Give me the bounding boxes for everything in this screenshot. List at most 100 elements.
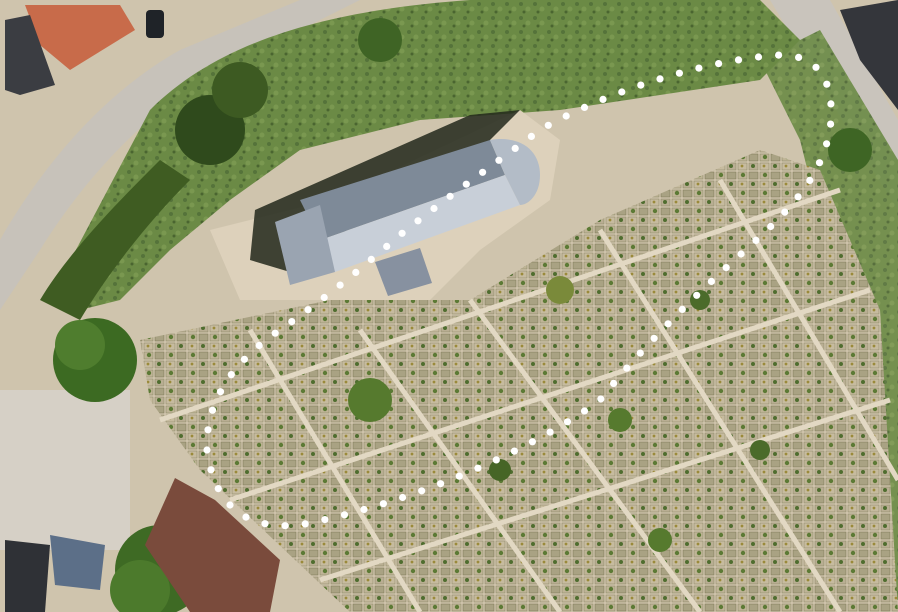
church-roof-dark xyxy=(300,140,505,240)
boundary-dot xyxy=(650,334,658,342)
parked-car xyxy=(146,10,164,38)
boundary-dot xyxy=(562,112,570,120)
boundary-dot xyxy=(226,501,234,509)
boundary-dot xyxy=(827,120,835,128)
church-porch xyxy=(375,248,432,296)
house-brown-roof xyxy=(145,478,280,612)
church-apse xyxy=(490,139,540,205)
boundary-dot xyxy=(242,513,250,521)
boundary-dot xyxy=(255,341,263,350)
boundary-dot xyxy=(383,242,391,250)
boundary-dot xyxy=(812,63,820,71)
boundary-dot xyxy=(610,379,618,387)
boundary-dot xyxy=(367,255,375,263)
boundary-dot xyxy=(544,121,552,129)
church-tower xyxy=(275,205,335,285)
boundary-dot xyxy=(707,277,716,285)
boundary-dot xyxy=(495,156,503,164)
boundary-dot xyxy=(794,193,802,201)
boundary-dot xyxy=(492,456,500,464)
boundary-dot xyxy=(563,418,572,426)
cemetery-plots xyxy=(140,150,898,612)
boundary-dot xyxy=(240,355,248,363)
boundary-dot xyxy=(664,320,672,328)
boundary-dot xyxy=(474,464,482,472)
boundary-dot xyxy=(637,81,645,89)
boundary-dot xyxy=(781,208,789,216)
boundary-dot xyxy=(216,388,225,396)
boundary-dot xyxy=(775,51,783,59)
boundary-dot xyxy=(715,60,723,68)
house-red-roof xyxy=(25,5,135,70)
boundary-dot xyxy=(722,264,730,272)
boundary-dot xyxy=(437,480,445,488)
boundary-dot xyxy=(360,505,368,514)
boundary-dot xyxy=(734,56,743,64)
boundary-dot xyxy=(528,438,537,446)
boundary-dot xyxy=(511,144,519,152)
boundary-dot xyxy=(340,511,349,519)
boundary-dot xyxy=(618,88,626,96)
boundary-dot xyxy=(281,522,289,530)
boundary-dot xyxy=(823,80,831,88)
boundary-dot xyxy=(271,329,279,337)
boundary-dot xyxy=(815,159,824,167)
boundary-dot xyxy=(580,407,589,415)
boundary-dot xyxy=(462,180,470,188)
boundary-dot xyxy=(479,168,487,176)
boundary-dot xyxy=(207,466,215,474)
boundary-dot xyxy=(430,204,438,213)
boundary-dots xyxy=(203,51,835,530)
boundary-dot xyxy=(675,69,684,77)
boundary-dot xyxy=(695,64,703,72)
hedge-west xyxy=(40,160,190,320)
road-northwest xyxy=(0,0,360,310)
boundary-dot xyxy=(204,426,212,434)
boundary-dot xyxy=(767,222,775,231)
boundary-dot xyxy=(418,487,426,495)
house-dark-roof-northeast xyxy=(840,0,898,110)
boundary-dot xyxy=(336,281,344,289)
boundary-dot xyxy=(580,103,589,111)
house-blue-roof xyxy=(50,535,105,590)
boundary-dot xyxy=(806,176,814,184)
boundary-dot xyxy=(510,447,518,455)
boundary-dot xyxy=(304,306,312,314)
house-dark-roof-southwest xyxy=(5,540,50,612)
boundary-dot xyxy=(301,520,309,528)
boundary-dot xyxy=(527,132,536,140)
boundary-dot xyxy=(823,140,831,148)
boundary-dot xyxy=(546,428,554,436)
boundary-dot xyxy=(321,516,329,524)
house-dark-roof-northwest xyxy=(5,15,55,95)
boundary-dot xyxy=(288,318,296,326)
boundary-dot xyxy=(320,293,328,302)
boundary-dot xyxy=(446,192,454,200)
boundary-dot xyxy=(379,500,387,508)
boundary-dot xyxy=(214,485,222,493)
road-west xyxy=(0,390,130,550)
boundary-dot xyxy=(827,100,835,108)
boundary-dot xyxy=(203,446,211,454)
boundary-dot xyxy=(599,95,607,103)
boundary-dot xyxy=(455,472,463,480)
trees xyxy=(53,18,872,612)
boundary-dot xyxy=(678,305,686,313)
boundary-dot xyxy=(737,250,745,258)
boundary-dot xyxy=(398,229,406,237)
buildings xyxy=(5,0,898,612)
boundary-dot xyxy=(636,349,644,357)
boundary-dot xyxy=(693,291,701,299)
boundary-dot xyxy=(208,406,217,414)
boundary-dot xyxy=(623,364,631,372)
boundary-dot xyxy=(414,217,422,225)
boundary-dot xyxy=(399,493,407,502)
boundary-dot xyxy=(227,371,235,379)
boundary-dot xyxy=(352,268,360,276)
cemetery-paths xyxy=(159,178,898,612)
boundary-dot xyxy=(656,75,664,83)
boundary-dot xyxy=(795,53,803,62)
boundary-dot xyxy=(261,520,269,528)
